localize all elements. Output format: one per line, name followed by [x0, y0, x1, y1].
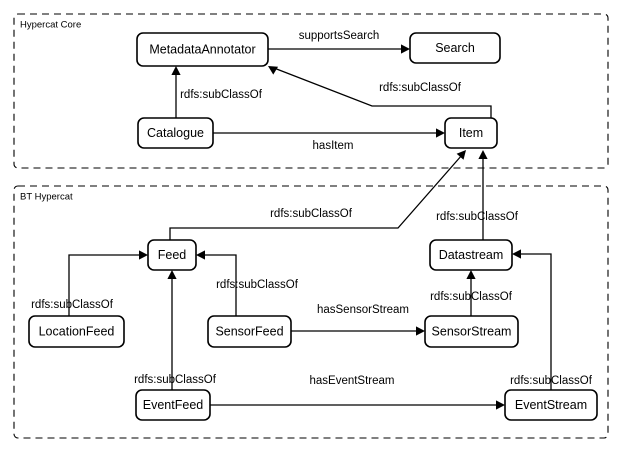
edge-path-location-feed-subclassof-feed — [68, 254, 143, 316]
arrowhead-event-feed-subclassof-feed — [167, 270, 177, 279]
node-label-sensor-feed: SensorFeed — [215, 324, 283, 338]
group-border-bt-hypercat — [13, 185, 609, 439]
edge-path-item-subclassof-metadata-annotator — [273, 67, 492, 118]
edge-feed-subclassof-item — [169, 150, 466, 240]
edge-labels: supportsSearch rdfs:subClassOf rdfs:subCla… — [31, 30, 593, 387]
edge-event-stream-subclassof-datastream — [512, 249, 552, 390]
node-label-search: Search — [435, 41, 475, 55]
node-label-sensor-stream: SensorStream — [432, 324, 512, 338]
edge-sensor-stream-subclassof-datastream — [466, 270, 476, 316]
arrowhead-sensor-stream-subclassof-datastream — [466, 270, 476, 279]
node-label-location-feed: LocationFeed — [39, 324, 115, 338]
edge-label-sensor-feed-subclassof-feed: rdfs:subClassOf — [216, 279, 299, 291]
node-box-event-stream[interactable] — [504, 389, 598, 421]
node-box-sensor-stream[interactable] — [424, 315, 519, 348]
node-box-datastream[interactable] — [429, 239, 513, 271]
node-search[interactable]: Search — [409, 32, 501, 64]
node-metadata-annotator[interactable]: MetadataAnnotator — [136, 32, 269, 67]
group-label-hypercat-core: Hypercat Core — [20, 20, 81, 31]
arrowhead-catalogue-subclassof-metadata-annotator — [171, 66, 181, 75]
node-label-datastream: Datastream — [439, 248, 504, 262]
edge-catalogue-subclassof-metadata-annotator — [171, 66, 181, 118]
node-label-item: Item — [459, 126, 483, 140]
edge-label-location-feed-subclassof-feed: rdfs:subClassOf — [31, 299, 114, 311]
edge-label-metadata-annotator-supports-search: supportsSearch — [299, 30, 380, 42]
node-box-location-feed[interactable] — [28, 315, 125, 348]
arrowhead-datastream-subclassof-item — [478, 150, 488, 159]
node-label-metadata-annotator: MetadataAnnotator — [149, 42, 255, 56]
edge-label-catalogue-hasitem-item: hasItem — [313, 140, 354, 152]
arrowhead-sensor-feed-subclassof-feed — [196, 250, 205, 260]
group-containers: Hypercat Core BT Hypercat — [13, 13, 609, 439]
edge-sensor-feed-subclassof-feed — [196, 250, 237, 316]
node-catalogue[interactable]: Catalogue — [137, 117, 214, 149]
node-box-search[interactable] — [409, 32, 501, 64]
node-event-stream[interactable]: EventStream — [504, 389, 598, 421]
node-sensor-feed[interactable]: SensorFeed — [207, 315, 292, 348]
group-label-bt-hypercat: BT Hypercat — [20, 192, 73, 203]
node-box-sensor-feed[interactable] — [207, 315, 292, 348]
edge-catalogue-hasitem-item — [213, 128, 445, 138]
edge-location-feed-subclassof-feed — [68, 250, 148, 316]
node-location-feed[interactable]: LocationFeed — [28, 315, 125, 348]
node-box-catalogue[interactable] — [137, 117, 214, 149]
node-label-feed: Feed — [158, 248, 187, 262]
arrowhead-event-feed-haseventstream-event-stream — [496, 400, 505, 410]
arrowhead-sensor-feed-hassensorstream-sensor-stream — [416, 326, 425, 336]
edge-datastream-subclassof-item — [478, 150, 488, 240]
edge-path-sensor-feed-subclassof-feed — [201, 254, 237, 316]
edge-path-event-stream-subclassof-datastream — [517, 253, 552, 390]
edge-label-event-feed-haseventstream-event-stream: hasEventStream — [309, 375, 394, 387]
arrowhead-metadata-annotator-supports-search — [401, 44, 410, 54]
edge-event-feed-haseventstream-event-stream — [210, 400, 505, 410]
node-datastream[interactable]: Datastream — [429, 239, 513, 271]
edge-label-sensor-feed-hassensorstream-sensor-stream: hasSensorStream — [317, 304, 409, 316]
edges — [68, 44, 552, 410]
node-event-feed[interactable]: EventFeed — [135, 389, 211, 421]
edge-label-catalogue-subclassof-metadata-annotator: rdfs:subClassOf — [180, 89, 263, 101]
edge-label-event-feed-subclassof-feed: rdfs:subClassOf — [134, 374, 217, 386]
edge-sensor-feed-hassensorstream-sensor-stream — [291, 326, 425, 336]
edge-metadata-annotator-supports-search — [268, 44, 410, 54]
node-feed[interactable]: Feed — [147, 239, 197, 271]
edge-event-feed-subclassof-feed — [167, 270, 177, 390]
node-box-item[interactable] — [444, 117, 498, 149]
arrowhead-item-subclassof-metadata-annotator — [268, 66, 279, 75]
edge-label-item-subclassof-metadata-annotator: rdfs:subClassOf — [379, 82, 462, 94]
edge-path-feed-subclassof-item — [169, 154, 463, 240]
arrowhead-feed-subclassof-item — [456, 150, 466, 160]
node-item[interactable]: Item — [444, 117, 498, 149]
edge-label-feed-subclassof-item: rdfs:subClassOf — [270, 208, 353, 220]
edge-label-event-stream-subclassof-datastream: rdfs:subClassOf — [510, 375, 593, 387]
group-border-hypercat-core — [13, 13, 609, 169]
arrowhead-location-feed-subclassof-feed — [139, 250, 148, 260]
node-label-event-stream: EventStream — [515, 398, 587, 412]
arrowhead-event-stream-subclassof-datastream — [512, 249, 521, 259]
arrowhead-catalogue-hasitem-item — [436, 128, 445, 138]
edge-label-sensor-stream-subclassof-datastream: rdfs:subClassOf — [430, 291, 513, 303]
node-sensor-stream[interactable]: SensorStream — [424, 315, 519, 348]
edge-item-subclassof-metadata-annotator — [268, 66, 492, 118]
edge-label-datastream-subclassof-item: rdfs:subClassOf — [436, 211, 519, 223]
node-label-event-feed: EventFeed — [143, 398, 204, 412]
node-box-metadata-annotator[interactable] — [136, 32, 269, 67]
node-box-event-feed[interactable] — [135, 389, 211, 421]
node-label-catalogue: Catalogue — [147, 126, 204, 140]
node-box-feed[interactable] — [147, 239, 197, 271]
